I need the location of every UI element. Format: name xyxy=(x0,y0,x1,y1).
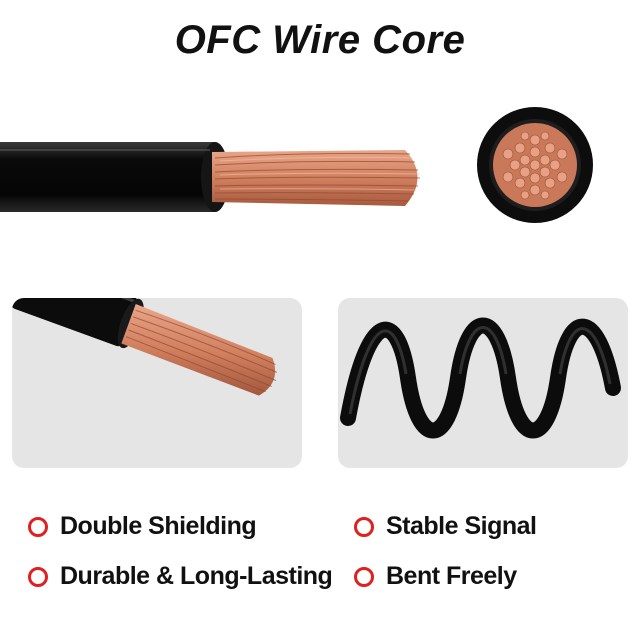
circle-bullet-icon xyxy=(354,516,374,537)
feature-label: Stable Signal xyxy=(386,512,537,540)
cable-cross-section-image xyxy=(470,100,600,230)
coiled-cable-panel xyxy=(338,298,628,468)
circle-bullet-icon xyxy=(28,566,48,587)
feature-label: Bent Freely xyxy=(386,562,517,590)
circle-bullet-icon xyxy=(354,566,374,587)
feature-durable: Durable & Long-Lasting xyxy=(28,562,333,591)
feature-label: Durable & Long-Lasting xyxy=(60,562,333,590)
feature-bent-freely: Bent Freely xyxy=(354,562,517,591)
circle-bullet-icon xyxy=(28,516,48,537)
feature-double-shielding: Double Shielding xyxy=(28,512,257,541)
feature-label: Double Shielding xyxy=(60,512,257,540)
cable-side-view-image xyxy=(0,110,450,240)
feature-stable-signal: Stable Signal xyxy=(354,512,537,541)
page-title: OFC Wire Core xyxy=(174,18,466,62)
cable-closeup-panel xyxy=(12,298,302,468)
